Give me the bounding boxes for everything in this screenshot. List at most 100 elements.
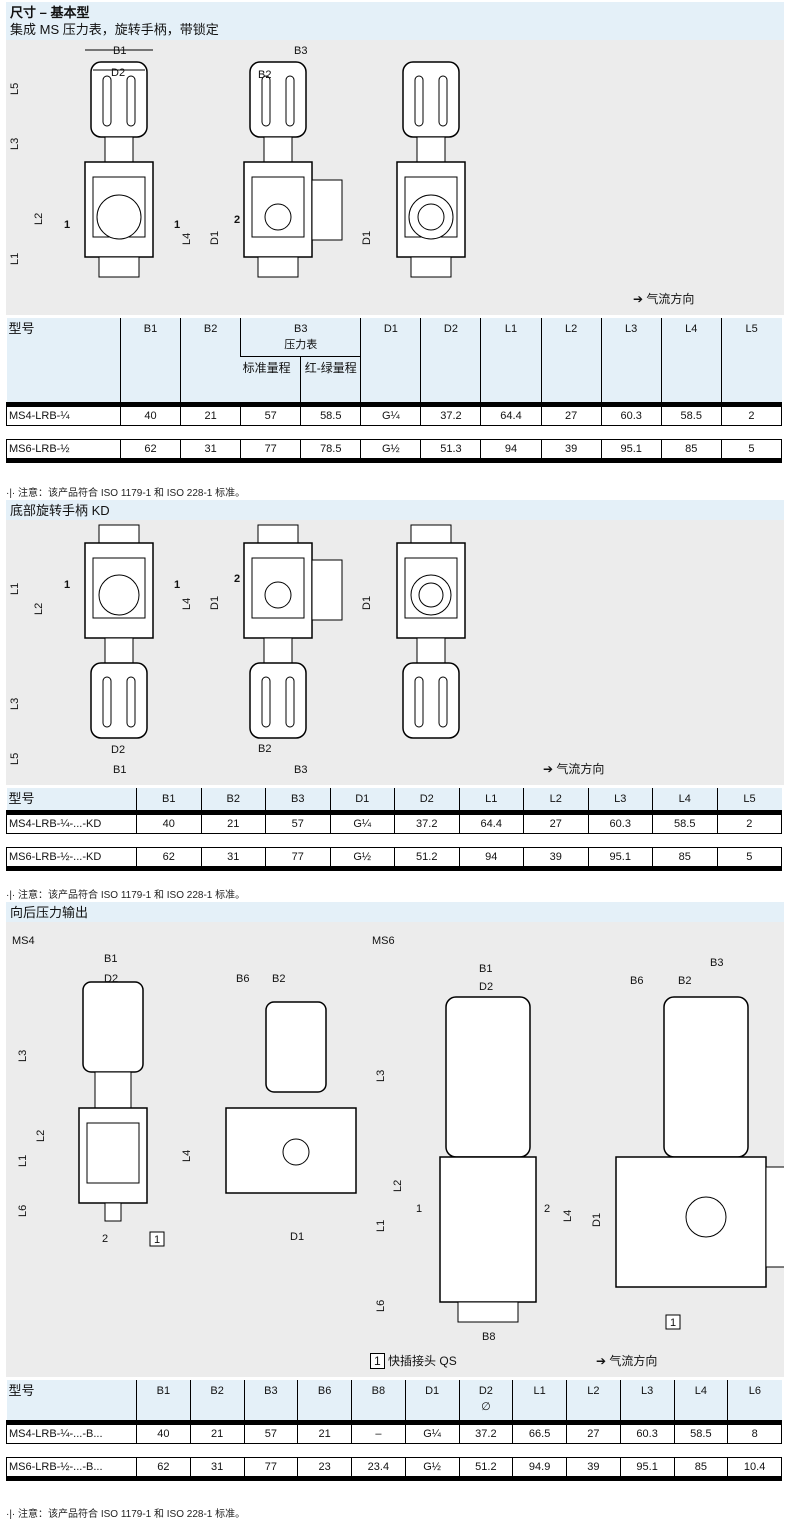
dim-l5: L5 — [9, 753, 21, 765]
col-header: L3 — [600, 318, 662, 405]
value-cell: 62 — [136, 1456, 191, 1479]
dim-b3: B3 — [294, 45, 307, 57]
dim-d2: D2 — [104, 973, 118, 985]
value-cell: 10.4 — [727, 1456, 782, 1479]
value-cell: G¼ — [329, 812, 395, 834]
dim-l4: L4 — [181, 598, 193, 610]
col-header-label: B3 — [294, 323, 308, 335]
col-header: D1 — [329, 788, 395, 813]
port-2-label: 2 — [102, 1233, 108, 1245]
dim-l3: L3 — [9, 698, 21, 710]
dim-b1: B1 — [113, 764, 126, 776]
dim-d1: D1 — [361, 596, 373, 610]
value-cell: 31 — [200, 847, 266, 869]
dim-l1: L1 — [375, 1220, 387, 1232]
value-cell: 37.2 — [394, 812, 460, 834]
value-cell: 77 — [243, 1456, 299, 1479]
row-separator — [6, 833, 782, 848]
flow-direction-legend: ➔ 气流方向 — [633, 290, 694, 307]
col-header: B1 — [136, 788, 201, 813]
model-cell: MS4-LRB-¼-...-KD — [6, 812, 137, 834]
col-header: L3 — [587, 788, 653, 813]
dim-b8: B8 — [482, 1331, 495, 1343]
dim-l5: L5 — [9, 83, 21, 95]
col-header: 型号 — [6, 318, 121, 405]
value-cell: 2 — [716, 812, 782, 834]
value-cell: 51.3 — [420, 439, 482, 461]
dim-l1: L1 — [9, 583, 21, 595]
ms4-label: MS4 — [12, 935, 35, 947]
value-cell: 39 — [523, 847, 589, 869]
value-cell: 58.5 — [300, 404, 362, 426]
compliance-note: ·|· 注意：该产品符合 ISO 1179-1 和 ISO 228-1 标准。 — [6, 488, 246, 499]
dim-d2: D2 — [479, 981, 493, 993]
port-1-label: 1 — [174, 219, 180, 231]
value-cell: 95.1 — [600, 439, 662, 461]
dim-b3: B3 — [294, 764, 307, 776]
value-cell: 40 — [136, 1421, 191, 1444]
value-cell: 57 — [265, 812, 331, 834]
section-subtitle: 集成 MS 压力表，旋转手柄，带锁定 — [10, 22, 219, 37]
value-cell: 2 — [720, 404, 783, 426]
port-1-label: 1 — [174, 579, 180, 591]
col-header-group: 压力表 — [284, 339, 318, 351]
col-header: D1 — [404, 1380, 459, 1422]
callout-1: 1 — [154, 1234, 160, 1246]
dim-l4: L4 — [181, 1150, 193, 1162]
model-cell: MS4-LRB-¼ — [6, 404, 121, 426]
col-header: D1 — [360, 318, 421, 405]
value-cell: 77 — [265, 847, 331, 869]
value-cell: 85 — [652, 847, 718, 869]
legend-text: 快插接头 QS — [388, 1354, 457, 1368]
ms6-label: MS6 — [372, 935, 395, 947]
dim-l6: L6 — [375, 1300, 387, 1312]
value-cell: 31 — [180, 439, 242, 461]
col-header-b3: B3 压力表 — [240, 318, 361, 357]
note-text: 注意：该产品符合 ISO 1179-1 和 ISO 228-1 标准。 — [18, 1509, 246, 1520]
dim-d1: D1 — [209, 596, 221, 610]
model-cell: MS6-LRB-½-...-B... — [6, 1456, 137, 1479]
value-cell: 60.3 — [619, 1421, 675, 1444]
separator-cell — [6, 1442, 782, 1458]
dim-l3: L3 — [9, 138, 21, 150]
col-header: L5 — [716, 788, 782, 813]
dim-l2: L2 — [33, 603, 45, 615]
col-subheader: 标准量程 — [240, 356, 301, 405]
value-cell: 5 — [720, 439, 783, 461]
port-2-label: 2 — [234, 214, 240, 226]
model-cell: MS6-LRB-½ — [6, 439, 121, 461]
section-title: 尺寸 – 基本型 — [10, 5, 90, 20]
value-cell: 37.2 — [458, 1421, 514, 1444]
dim-b1: B1 — [104, 953, 117, 965]
value-cell: – — [351, 1421, 406, 1444]
callout-1: 1 — [670, 1317, 676, 1329]
dim-d1: D1 — [591, 1213, 603, 1227]
value-cell: 21 — [180, 404, 242, 426]
col-header: L2 — [566, 1380, 621, 1422]
value-cell: 27 — [566, 1421, 621, 1444]
value-cell: G½ — [360, 439, 422, 461]
arrow-right-icon: ➔ — [543, 762, 554, 776]
col-header: B2 — [180, 318, 241, 405]
value-cell: 57 — [243, 1421, 299, 1444]
dim-b2: B2 — [258, 69, 271, 81]
legend-number: 1 — [370, 1353, 385, 1369]
dim-b2: B2 — [272, 973, 285, 985]
col-header: L6 — [727, 1380, 782, 1422]
col-header: B2 — [189, 1380, 244, 1422]
port-1-label: 1 — [64, 219, 70, 231]
col-header: B2 — [200, 788, 266, 813]
value-cell: 57 — [240, 404, 302, 426]
col-header: L1 — [512, 1380, 567, 1422]
value-cell: 77 — [240, 439, 302, 461]
dimension-drawing-kd: L1 L2 L3 L5 L4 D2 B1 1 1 D1 2 B2 B3 D1 ➔… — [6, 520, 784, 785]
compliance-note: ·|· 注意：该产品符合 ISO 1179-1 和 ISO 228-1 标准。 — [6, 890, 246, 901]
section-header-kd: 底部旋转手柄 KD — [6, 500, 784, 520]
dim-l2: L2 — [392, 1180, 404, 1192]
value-cell: G¼ — [404, 1421, 460, 1444]
flow-label: 气流方向 — [646, 292, 695, 306]
value-cell: 94 — [458, 847, 524, 869]
